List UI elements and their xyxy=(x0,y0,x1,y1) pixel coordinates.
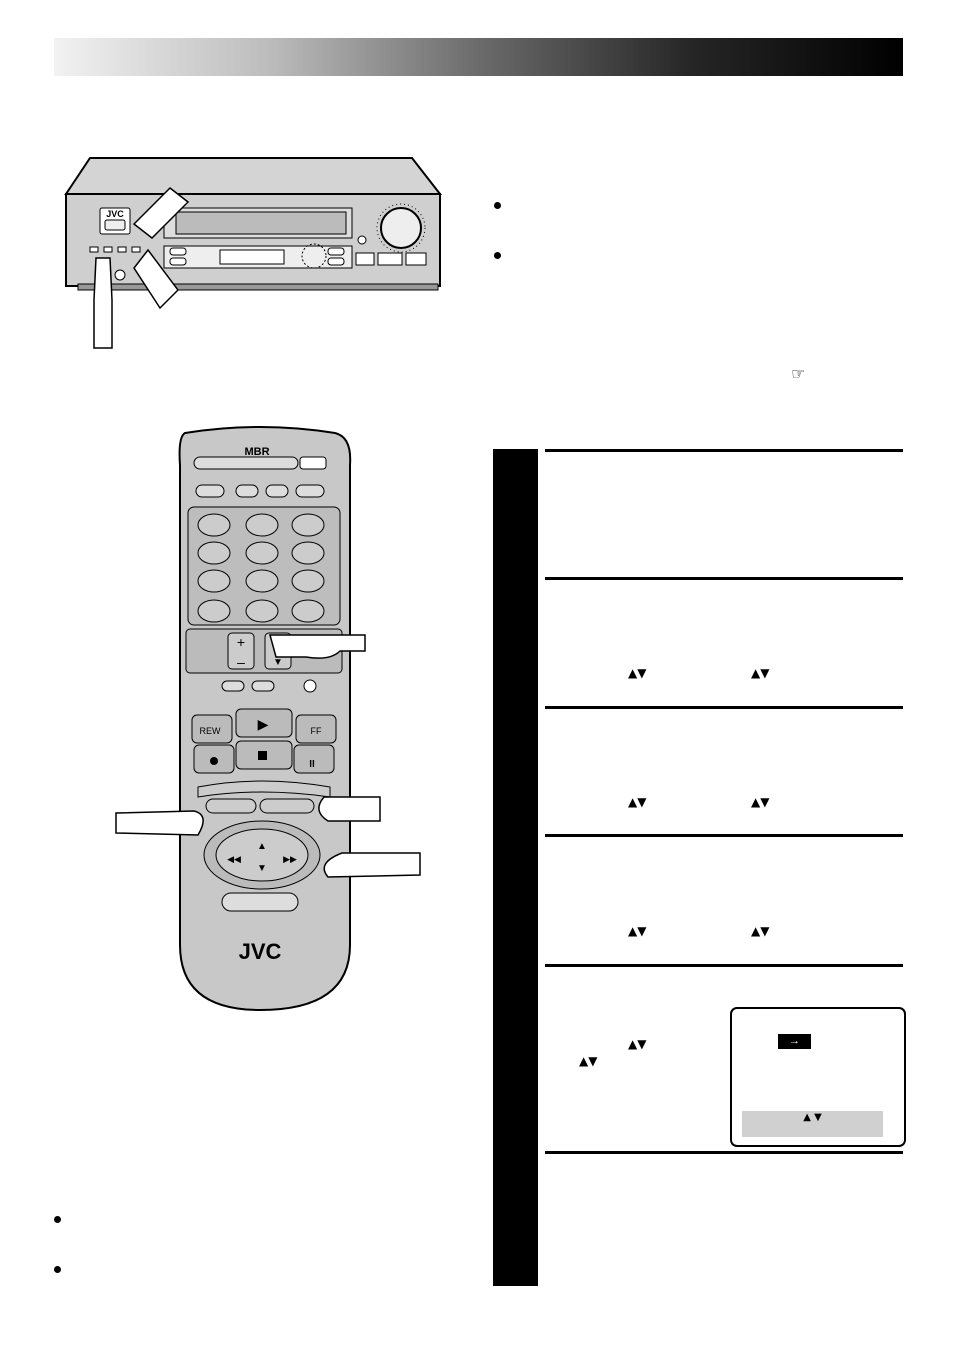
step-divider xyxy=(545,706,903,709)
svg-text:◀◀: ◀◀ xyxy=(227,854,241,864)
step-divider xyxy=(545,1151,903,1154)
up-down-arrows-icon: ▲▼ xyxy=(628,1037,647,1051)
header-gradient-bar xyxy=(54,38,903,76)
step-divider xyxy=(545,577,903,580)
up-down-arrows-icon: ▲▼ xyxy=(628,924,647,938)
osd-bar-arrows: ▲ ▼ xyxy=(803,1112,822,1123)
remote-illustration: MBR + – ▲ ▼ ▶ REW FF II ▲ ▼ ◀◀ ▶▶ JVC xyxy=(115,426,421,1012)
steps-sidebar xyxy=(493,449,538,1286)
fwd-label: FF xyxy=(311,726,322,736)
osd-highlight-arrow: → xyxy=(778,1034,811,1049)
svg-text:+: + xyxy=(237,634,245,650)
osd-status-bar: ▲ ▼ xyxy=(742,1111,883,1137)
vcr-illustration: JVC xyxy=(64,157,443,349)
remote-series-label: MBR xyxy=(244,446,269,458)
bullet-dot xyxy=(494,202,501,209)
svg-text:▶: ▶ xyxy=(258,716,269,732)
svg-text:▼: ▼ xyxy=(257,863,267,874)
svg-text:II: II xyxy=(309,759,315,770)
svg-text:▲: ▲ xyxy=(257,841,267,852)
up-down-arrows-icon: ▲▼ xyxy=(628,666,647,680)
bullet-dot xyxy=(494,252,501,259)
vcr-brand: JVC xyxy=(106,209,124,219)
svg-text:▶▶: ▶▶ xyxy=(283,854,297,864)
svg-text:▼: ▼ xyxy=(273,657,283,668)
up-down-arrows-icon: ▲▼ xyxy=(751,924,770,938)
up-down-arrows-icon: ▲▼ xyxy=(579,1054,598,1068)
page-reference-icon: ☞ xyxy=(791,364,806,383)
step-divider xyxy=(545,834,903,837)
up-down-arrows-icon: ▲▼ xyxy=(751,666,770,680)
rew-label: REW xyxy=(200,726,222,736)
step-divider xyxy=(545,449,903,452)
up-down-arrows-icon: ▲▼ xyxy=(628,795,647,809)
remote-brand: JVC xyxy=(239,939,282,964)
up-down-arrows-icon: ▲▼ xyxy=(751,795,770,809)
bullet-dot xyxy=(54,1266,61,1273)
bullet-dot xyxy=(54,1216,61,1223)
step-divider xyxy=(545,964,903,967)
svg-text:–: – xyxy=(237,654,245,670)
